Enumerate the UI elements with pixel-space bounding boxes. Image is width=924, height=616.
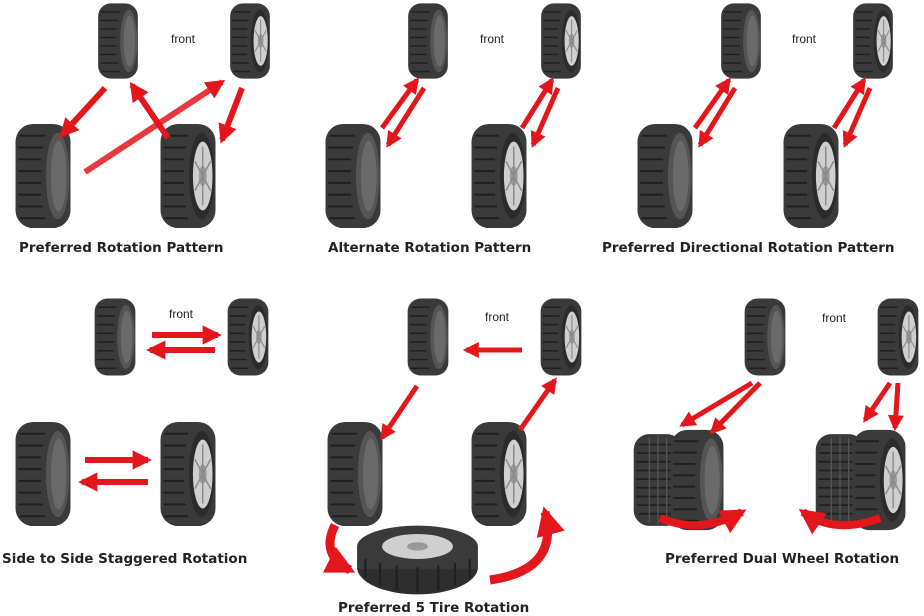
tire-icon [669, 428, 725, 532]
diagram-title: Preferred Rotation Pattern [19, 240, 224, 256]
front-label: front [480, 32, 505, 46]
front-label: front [792, 32, 817, 46]
diagram-title: Side to Side Staggered Rotation [2, 551, 248, 567]
diagram-title: Preferred Directional Rotation Pattern [602, 240, 895, 256]
red-rotation-arrow [379, 77, 561, 148]
tire-icon [540, 2, 582, 80]
front-label: front [169, 307, 194, 321]
tire-icon [93, 297, 137, 377]
tire-icon [229, 2, 271, 80]
tire-icon [876, 297, 920, 377]
diagram-directional-rotation [636, 2, 894, 230]
tire-icon [720, 2, 762, 80]
diagram-alternate-rotation [324, 2, 582, 230]
diagram-dual-wheel [632, 297, 920, 535]
diagram-title: Alternate Rotation Pattern [328, 240, 532, 256]
tire-icon [743, 297, 787, 377]
tire-icon [470, 420, 528, 528]
tire-icon [159, 122, 217, 230]
diagram-title: Preferred Dual Wheel Rotation [665, 551, 900, 567]
spare-tire-icon [355, 524, 480, 596]
red-rotation-arrow [78, 325, 222, 492]
tire-icon [324, 122, 382, 230]
tire-icon [407, 2, 449, 80]
red-rotation-arrow [59, 79, 245, 175]
front-label: front [485, 310, 510, 324]
red-rotation-arrow [692, 77, 873, 148]
tire-icon [14, 122, 72, 230]
tire-icon [226, 297, 270, 377]
tire-icon [14, 420, 72, 528]
red-rotation-arrow [658, 380, 904, 535]
tire-icon [97, 2, 139, 80]
red-rotation-arrow [322, 341, 565, 585]
tire-icon [470, 122, 528, 230]
tire-icon [782, 122, 840, 230]
diagram-five-tire [322, 297, 583, 596]
tire-icon [159, 420, 217, 528]
tire-icon [636, 122, 694, 230]
tire-icon [852, 2, 894, 80]
tire-icon [326, 420, 384, 528]
front-label: front [822, 311, 847, 325]
tire-icon [851, 428, 907, 532]
tire-icon [406, 297, 450, 377]
front-label: front [171, 32, 196, 46]
diagram-preferred-rotation [14, 2, 271, 230]
diagram-side-to-side [14, 297, 270, 528]
diagram-title: Preferred 5 Tire Rotation [338, 600, 530, 616]
tire-icon [539, 297, 583, 377]
